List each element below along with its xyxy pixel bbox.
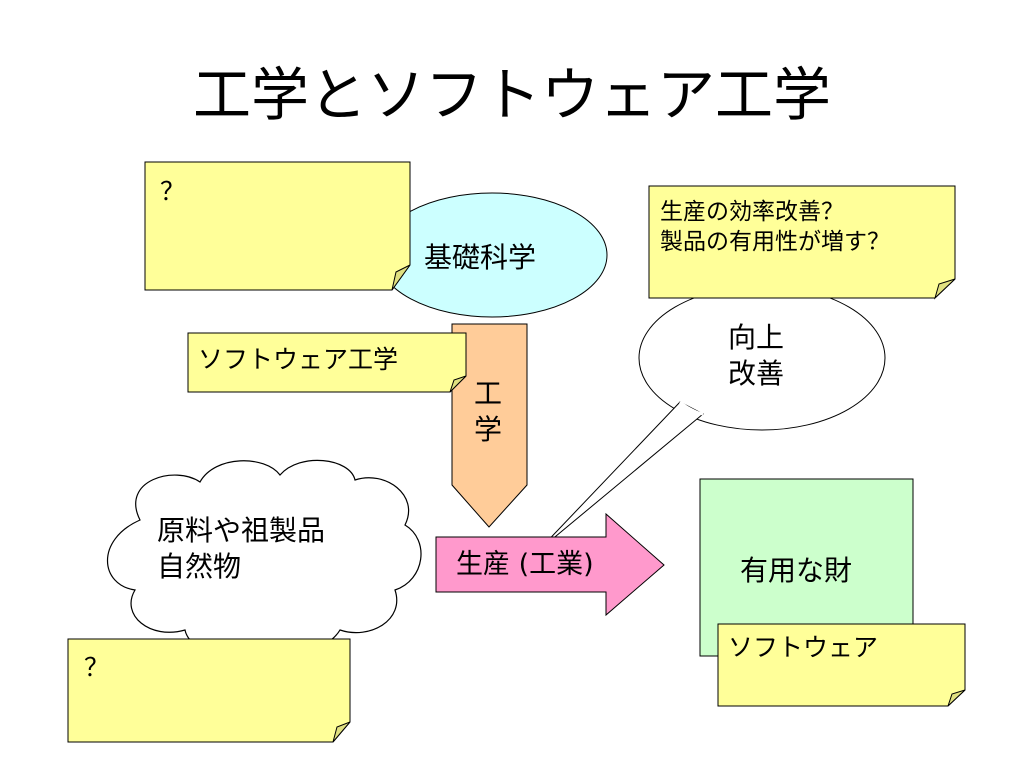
production-right-arrow bbox=[435, 512, 665, 617]
page-title: 工学とソフトウェア工学 bbox=[192, 61, 831, 129]
note-software-engineering-text: ソフトウェア工学 bbox=[198, 345, 399, 374]
note-bottom-left-question bbox=[67, 638, 351, 743]
production-label: 生産 (工業) bbox=[456, 549, 594, 580]
note-fold bbox=[332, 721, 351, 743]
basic-science-label: 基礎科学 bbox=[424, 241, 537, 274]
improvement-label: 向上 改善 bbox=[728, 321, 785, 391]
note-fold bbox=[934, 278, 956, 300]
note-fold bbox=[449, 375, 467, 393]
raw-materials-label: 原料や祖製品 自然物 bbox=[157, 514, 326, 584]
note-fold bbox=[391, 264, 411, 291]
note-top-left-question-text: ？ bbox=[160, 177, 186, 206]
engineering-label: 工 学 bbox=[474, 377, 503, 447]
note-bottom-left-question-text: ？ bbox=[84, 653, 110, 682]
note-efficiency-text: 生産の効率改善？ 製品の有用性が増す？ bbox=[660, 199, 890, 255]
note-software-text: ソフトウェア bbox=[728, 633, 879, 662]
useful-goods-label: 有用な財 bbox=[740, 554, 853, 587]
note-fold bbox=[947, 689, 966, 707]
engineering-down-arrow bbox=[451, 323, 528, 528]
raw-materials-cloud bbox=[106, 459, 422, 653]
